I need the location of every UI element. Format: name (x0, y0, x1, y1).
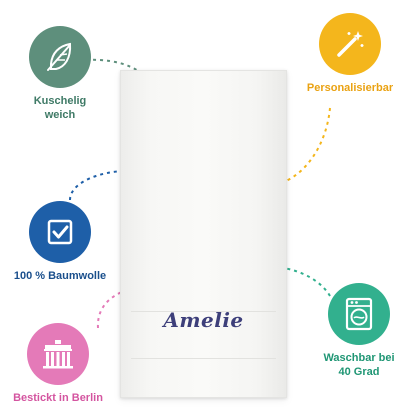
arrow-cotton (69, 169, 153, 201)
cotton-label: 100 % Baumwolle (13, 270, 107, 282)
embroidered-label: Bestickt in Berlin (13, 392, 103, 404)
soft-label-line1: Kuschelig (33, 95, 87, 107)
feature-personalizable: Personalisierbar (290, 13, 410, 95)
washable-label-line1: Waschbar bei (323, 352, 395, 364)
washable-label-line2: 40 Grad (338, 366, 380, 378)
soft-label-line2: weich (44, 109, 76, 121)
towel-border-band (131, 311, 276, 359)
washing-machine-icon (328, 283, 390, 345)
brandenburg-gate-icon (27, 323, 89, 385)
arrow-wash (263, 265, 331, 297)
feature-washable: Waschbar bei 40 Grad (299, 283, 416, 379)
personalizable-label: Personalisierbar (306, 82, 394, 94)
checkbox-icon (29, 201, 91, 263)
towel: Amelie (120, 70, 287, 398)
feature-cotton: 100 % Baumwolle (0, 201, 120, 283)
feature-soft: Kuschelig weich (0, 26, 120, 122)
embroidered-name: Amelie (163, 308, 244, 332)
feature-embroidered: Bestickt in Berlin (0, 323, 118, 405)
feather-icon (29, 26, 91, 88)
magic-wand-icon (319, 13, 381, 75)
